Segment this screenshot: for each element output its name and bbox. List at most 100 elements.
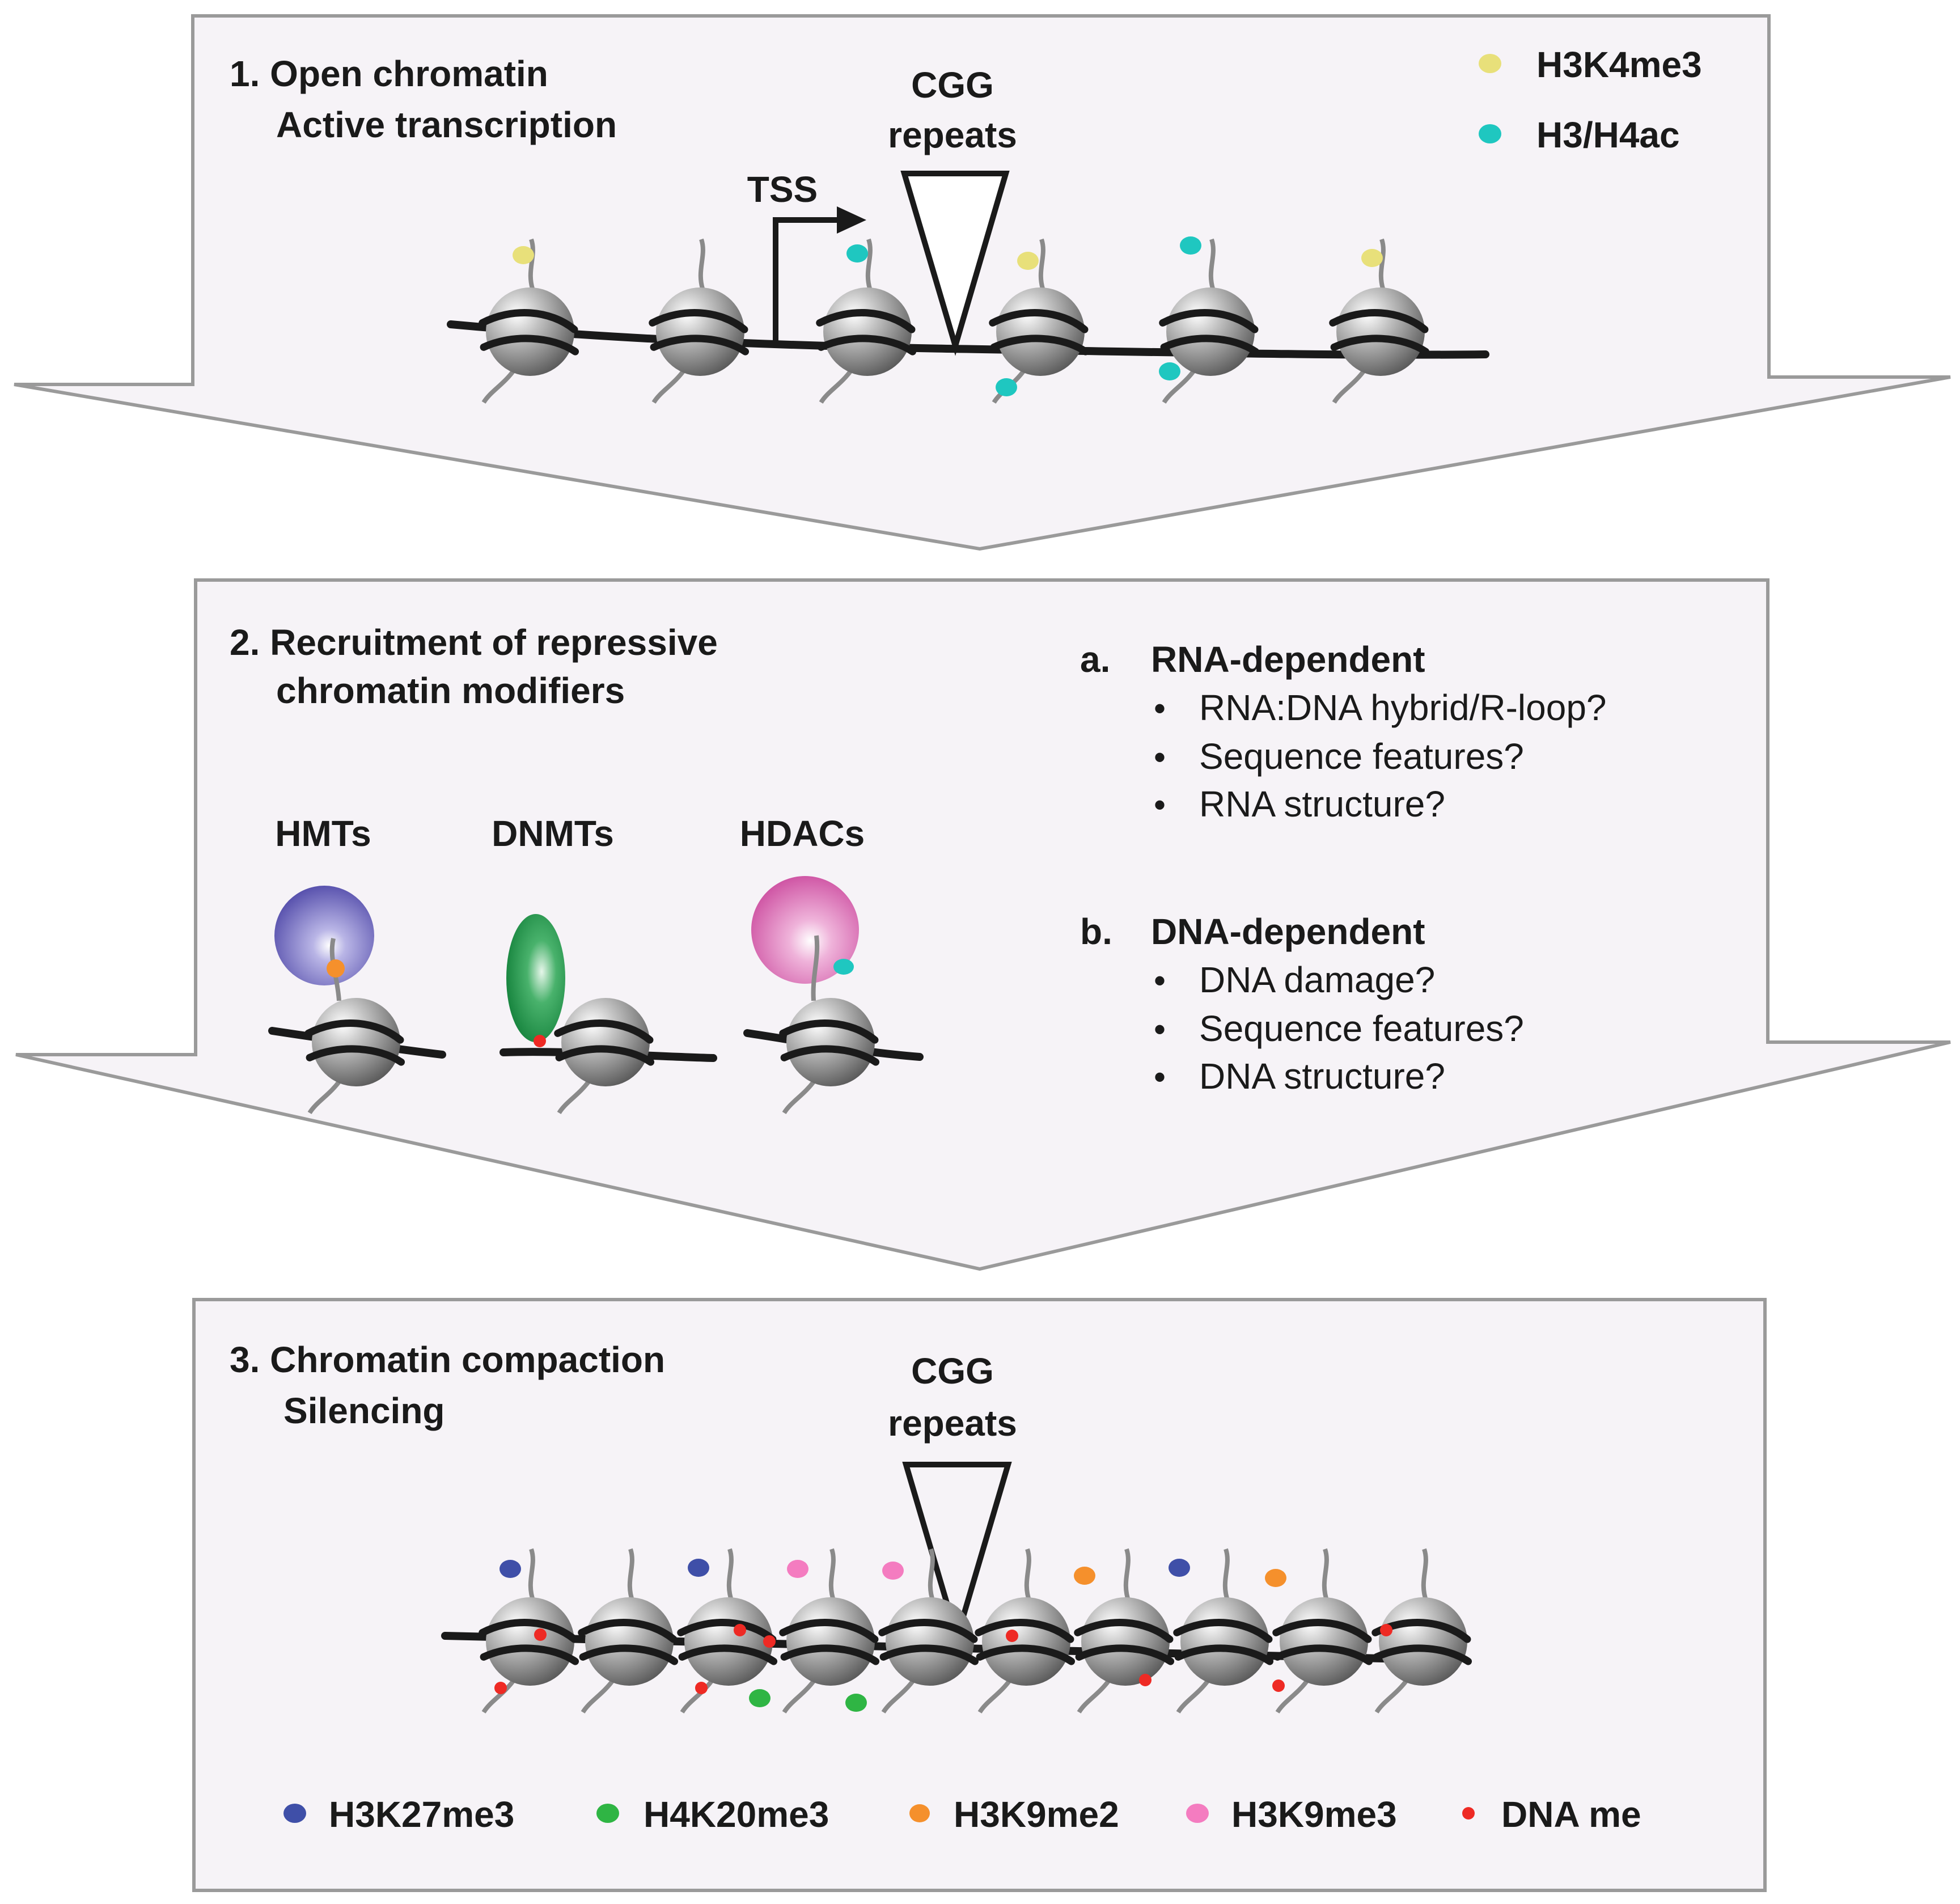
nucleosome-3-1-top-tail (528, 1548, 536, 1603)
panel-1-title: 1. Open chromatin (230, 53, 548, 94)
nucleosome-3-9-top-tail (1322, 1548, 1330, 1603)
nucleosome-1-4-core (996, 287, 1085, 376)
nucleosome-1-3-wrap-1 (816, 308, 916, 333)
nucleosome-1-3-top-tail (865, 238, 873, 293)
dna-strand-1 (447, 320, 1489, 359)
nucleosome-1-3-core (823, 287, 912, 376)
nucleosome-1-3-bottom-tail (819, 367, 854, 404)
nucleosome-3-9-mark-h3k9me2-0 (1265, 1569, 1286, 1587)
legend-label-h4k20me3: H4K20me3 (644, 1794, 829, 1835)
panel-1: 1. Open chromatin Active transcription C… (14, 14, 1951, 551)
nucleosome-1-1-bottom-tail (481, 367, 517, 404)
nucleosome-1-4-wrap-1 (989, 308, 1089, 333)
section-a-bullet-2: Sequence features? (1199, 736, 1524, 777)
nucleosome-3-10-core (1379, 1597, 1467, 1686)
nucleosome-3-6-mark-dna-me-0 (1006, 1630, 1018, 1642)
nucleosome-3-6-top-tail (1024, 1548, 1032, 1603)
dnmt-nuc-wrap-2 (555, 1045, 655, 1066)
legend-label-h3k9me2: H3K9me2 (954, 1794, 1119, 1835)
cgg-label-1: CGG (911, 65, 994, 105)
hmt-nuc-bottom-tail (307, 1078, 342, 1114)
nucleosome-row-3 (479, 1548, 1472, 1713)
nucleosome-3-8-top-tail (1222, 1548, 1230, 1603)
legend-label-h3k4me3: H3K4me3 (1536, 44, 1702, 85)
nucleosome-1-2-wrap-1 (649, 308, 748, 333)
nucleosome-1-2-wrap-2 (650, 335, 750, 356)
legend-label-h3k27me3: H3K27me3 (329, 1794, 514, 1835)
nucleosome-3-4-wrap-2 (780, 1644, 880, 1665)
nucleosome-3-8-mark-h3k27me3-0 (1169, 1559, 1190, 1577)
nucleosome-3-5-wrap-2 (879, 1644, 979, 1665)
nucleosome-3-6-core (982, 1597, 1070, 1686)
nucleosome-3-10-mark-dna-me-0 (1380, 1624, 1392, 1636)
nucleosome-3-9-core (1280, 1597, 1368, 1686)
nucleosome-3-2-top-tail (627, 1548, 635, 1603)
nucleosome-1-5-wrap-2 (1160, 335, 1260, 356)
nucleosome-3-4 (749, 1548, 880, 1713)
nucleosome-1-1-core (486, 287, 574, 376)
nucleosome-1-6-mark-h3k4me3-0 (1361, 249, 1383, 267)
nucleosome-3-1-core (486, 1597, 574, 1686)
nucleosome-1-2-core (656, 287, 744, 376)
nucleosome-3-10-bottom-tail (1374, 1677, 1409, 1713)
nucleosome-3-7-mark-h3k9me2-0 (1074, 1567, 1095, 1585)
hdac-complex (743, 876, 924, 1114)
nucleosome-3-8 (1169, 1548, 1274, 1713)
nucleosome-1-3 (816, 238, 917, 404)
nucleosome-3-1-mark-dna-me-2 (494, 1682, 507, 1694)
nucleosome-3-9-mark-dna-me-1 (1272, 1679, 1285, 1692)
nucleosome-3-8-core (1180, 1597, 1269, 1686)
nucleosome-3-7-core (1081, 1597, 1170, 1686)
nucleosome-3-3-wrap-1 (677, 1618, 777, 1643)
legend-dot-h3k4me3 (1479, 54, 1501, 73)
nucleosome-1-5-top-tail (1208, 238, 1216, 293)
nucleosome-3-3-mark-h3k27me3-0 (688, 1559, 709, 1577)
nucleosome-1-6-top-tail (1378, 238, 1386, 293)
nucleosome-3-9-wrap-1 (1272, 1618, 1372, 1643)
panel-2: 2. Recruitment of repressive chromatin m… (15, 578, 1951, 1271)
nucleosome-1-6-wrap-2 (1330, 335, 1430, 356)
panel-1-arrow (14, 14, 1951, 551)
hmt-mark-h3k9me2 (327, 959, 345, 978)
dnmt-nucleosome (554, 998, 655, 1114)
section-b-bullet-2-dot: • (1154, 1010, 1166, 1048)
nucleosome-3-7-top-tail (1123, 1548, 1131, 1603)
nucleosome-3-6-wrap-1 (975, 1618, 1074, 1643)
nucleosome-3-7-wrap-2 (1075, 1644, 1175, 1665)
tss-arrowhead (837, 206, 866, 234)
nucleosome-3-4-mark-dna-me-1 (763, 1635, 776, 1648)
legend-label-dna-me: DNA me (1501, 1794, 1641, 1835)
hdac-nucleosome (779, 998, 880, 1114)
section-b-bullet-1: DNA damage? (1199, 959, 1435, 1000)
nucleosome-3-3-bottom-tail (680, 1677, 715, 1713)
section-b-bullet-2: Sequence features? (1199, 1008, 1524, 1049)
nucleosome-3-2-wrap-1 (578, 1618, 678, 1643)
nucleosome-3-10-top-tail (1421, 1548, 1429, 1603)
nucleosome-1-5-bottom-tail (1162, 367, 1197, 404)
nucleosome-3-2-bottom-tail (581, 1677, 616, 1713)
nucleosome-3-2-core (585, 1597, 674, 1686)
nucleosome-1-5-mark-h3h4ac-1 (1159, 362, 1180, 380)
tss-arrow-line (773, 217, 839, 345)
panel-1-subtitle: Active transcription (276, 104, 617, 145)
nucleosome-1-6-core (1336, 287, 1425, 376)
hmt-nucleosome (304, 998, 405, 1114)
section-a-marker: a. (1080, 639, 1110, 680)
nucleosome-1-3-wrap-2 (817, 335, 917, 356)
enzyme-label-hmts: HMTs (275, 813, 371, 854)
dnmt-nuc-bottom-tail (557, 1078, 592, 1114)
nucleosome-3-9 (1265, 1548, 1373, 1713)
nucleosome-3-6 (975, 1548, 1076, 1713)
panel-2-arrow (15, 578, 1951, 1271)
hmt-nuc (304, 998, 405, 1114)
hdac-mark-h3h4ac (833, 959, 854, 975)
nucleosome-3-3-wrap-2 (678, 1644, 778, 1665)
panel-3-title: 3. Chromatin compaction (230, 1339, 665, 1380)
hmt-enzyme (274, 886, 374, 985)
legend-dot-dna-me (1462, 1807, 1475, 1820)
legend-dot-h3k27me3 (283, 1804, 306, 1823)
legend-dot-h4k20me3 (596, 1804, 619, 1823)
hmt-nuc-wrap-1 (304, 1019, 404, 1044)
legend-dot-h3h4ac (1479, 124, 1501, 143)
nucleosome-3-4-wrap-1 (779, 1618, 879, 1643)
